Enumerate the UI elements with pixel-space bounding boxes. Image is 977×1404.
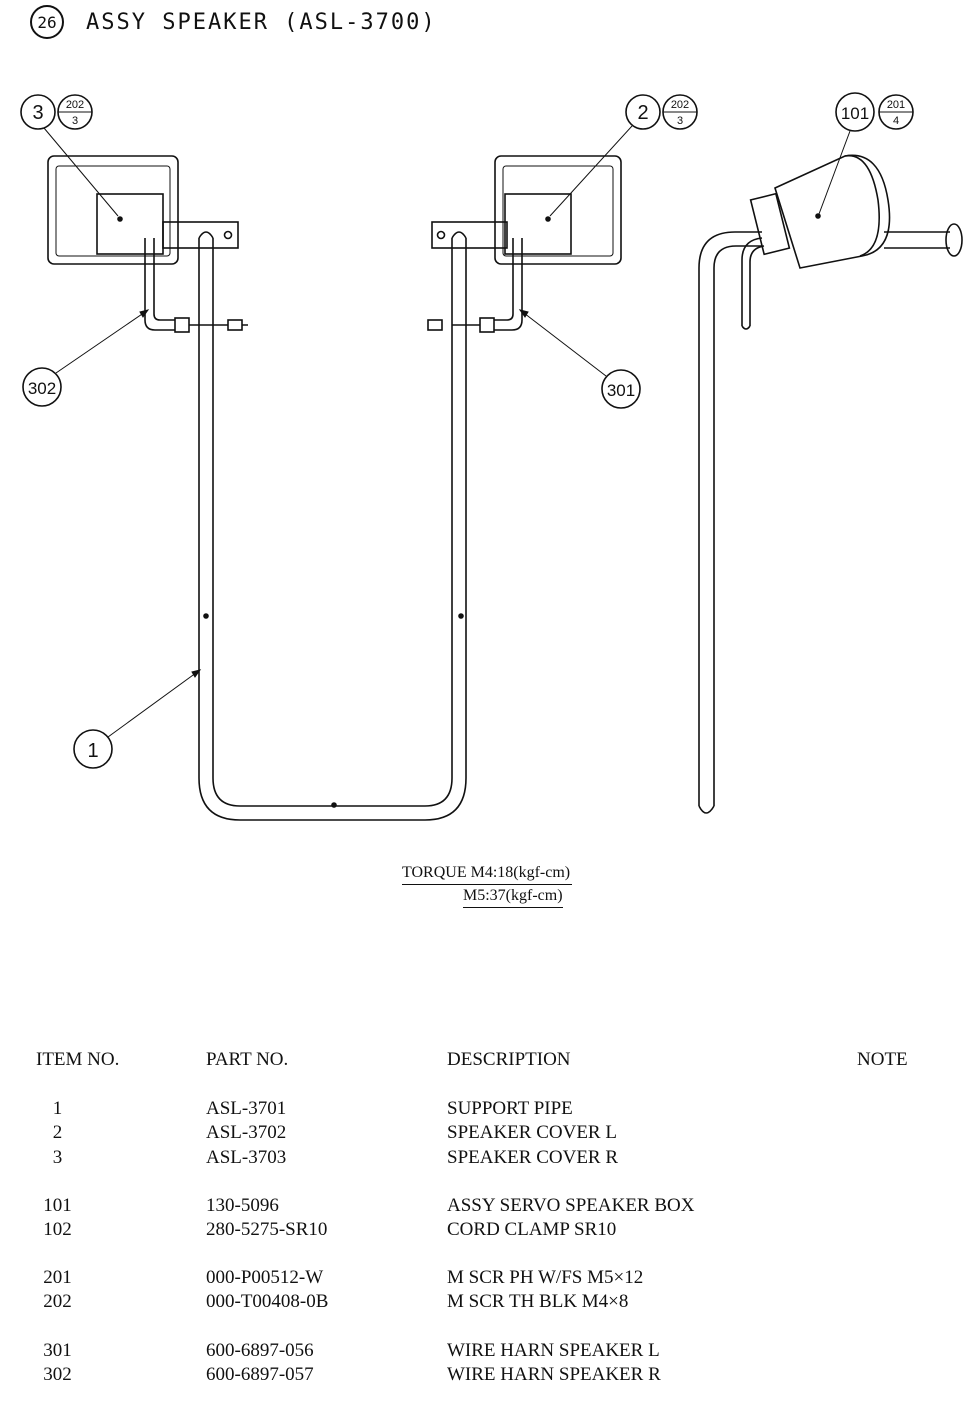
title-text: ASSY SPEAKER (ASL-3700): [86, 9, 437, 35]
right-mount-bracket: [431, 221, 508, 249]
description: M SCR TH BLK M4×8: [447, 1291, 629, 1312]
header-part-no: PART NO.: [206, 1049, 289, 1070]
callout-item-301: 301: [518, 309, 641, 409]
item-no: 2: [52, 1122, 63, 1143]
right-speaker-cover: [494, 155, 622, 265]
description: ASSY SERVO SPEAKER BOX: [447, 1195, 695, 1216]
svg-text:2: 2: [637, 102, 648, 124]
svg-text:3: 3: [32, 102, 43, 124]
item-no: 101: [43, 1195, 72, 1216]
svg-text:3: 3: [72, 115, 78, 127]
item-no: 302: [43, 1364, 72, 1385]
svg-text:302: 302: [28, 379, 56, 398]
assembly-drawing: 3 202 3 2 202 3 101 201 4 302 301 1: [20, 92, 963, 821]
description: SUPPORT PIPE: [447, 1098, 573, 1119]
description: CORD CLAMP SR10: [447, 1219, 617, 1240]
svg-text:3: 3: [677, 115, 683, 127]
item-no: 301: [43, 1340, 72, 1361]
torque-line-1: TORQUE M4:18(kgf-cm): [402, 862, 573, 885]
left-wire-harness: [144, 238, 248, 333]
part-no: 600-6897-057: [206, 1364, 314, 1385]
part-no: 000-T00408-0B: [206, 1291, 329, 1312]
callout-item-302: 302: [22, 309, 150, 407]
right-wire-harness: [427, 238, 523, 333]
item-no: 202: [43, 1291, 72, 1312]
torque-note: TORQUE M4:18(kgf-cm) M5:37(kgf-cm): [402, 862, 573, 908]
table-row: 301 600-6897-056 WIRE HARN SPEAKER L: [0, 1339, 977, 1363]
svg-text:4: 4: [893, 115, 899, 127]
table-row: 1 ASL-3701 SUPPORT PIPE: [0, 1097, 977, 1121]
section-number-badge: 26: [30, 5, 64, 39]
svg-text:202: 202: [671, 99, 689, 111]
table-row: 3 ASL-3703 SPEAKER COVER R: [0, 1146, 977, 1170]
part-no: 000-P00512-W: [206, 1267, 324, 1288]
description: WIRE HARN SPEAKER R: [447, 1364, 661, 1385]
left-mount-bracket: [162, 221, 239, 249]
svg-text:101: 101: [841, 104, 869, 123]
side-view-speaker-box: [749, 154, 963, 269]
item-no: 1: [52, 1098, 63, 1119]
header-description: DESCRIPTION: [447, 1049, 571, 1070]
table-row: 101 130-5096 ASSY SERVO SPEAKER BOX: [0, 1194, 977, 1218]
table-row: 302 600-6897-057 WIRE HARN SPEAKER R: [0, 1363, 977, 1387]
part-no: ASL-3703: [206, 1147, 287, 1168]
support-pipe: [198, 231, 467, 821]
svg-text:201: 201: [887, 99, 905, 111]
description: SPEAKER COVER R: [447, 1147, 619, 1168]
part-no: ASL-3702: [206, 1122, 287, 1143]
svg-text:301: 301: [607, 381, 635, 400]
description: M SCR PH W/FS M5×12: [447, 1267, 644, 1288]
item-no: 3: [52, 1147, 63, 1168]
page-title: 26 ASSY SPEAKER (ASL-3700): [30, 4, 437, 40]
header-item-no: ITEM NO.: [36, 1049, 120, 1070]
side-view-pipe: [698, 231, 765, 814]
callout-item-2: 2 202 3: [549, 94, 698, 217]
part-no: 130-5096: [206, 1195, 279, 1216]
item-no: 201: [43, 1267, 72, 1288]
part-no: ASL-3701: [206, 1098, 287, 1119]
svg-text:202: 202: [66, 99, 84, 111]
part-no: 600-6897-056: [206, 1340, 314, 1361]
table-row: 2 ASL-3702 SPEAKER COVER L: [0, 1121, 977, 1145]
callout-item-101: 101 201 4: [818, 92, 914, 215]
table-header-row: ITEM NO. PART NO. DESCRIPTION NOTE: [0, 1048, 977, 1072]
header-note: NOTE: [857, 1049, 908, 1070]
callout-item-1: 1: [73, 669, 202, 769]
callout-item-3: 3 202 3: [20, 94, 119, 217]
description: WIRE HARN SPEAKER L: [447, 1340, 660, 1361]
description: SPEAKER COVER L: [447, 1122, 617, 1143]
part-no: 280-5275-SR10: [206, 1219, 328, 1240]
torque-line-2: M5:37(kgf-cm): [463, 885, 563, 908]
table-row: 201 000-P00512-W M SCR PH W/FS M5×12: [0, 1266, 977, 1290]
table-row: 102 280-5275-SR10 CORD CLAMP SR10: [0, 1218, 977, 1242]
item-no: 102: [43, 1219, 72, 1240]
table-row: 202 000-T00408-0B M SCR TH BLK M4×8: [0, 1290, 977, 1314]
svg-text:1: 1: [87, 740, 98, 762]
